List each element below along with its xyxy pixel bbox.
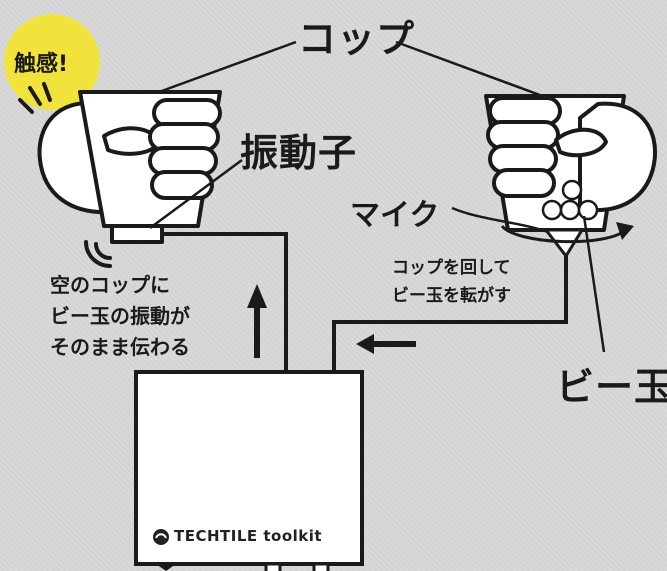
cup-leader-lines <box>147 40 549 100</box>
right-cable <box>332 256 568 372</box>
vibrator-icon <box>110 224 164 244</box>
arrow-up-icon <box>247 284 267 358</box>
empty-caption-line-3: そのまま伝わる <box>50 335 190 359</box>
marble-label: ビー玉 <box>556 365 667 409</box>
roll-caption-line-2: ビー玉を転がす <box>392 286 511 306</box>
rotation-arrowhead <box>616 222 634 240</box>
roll-caption-line-1: コップを回して <box>392 258 511 278</box>
touch-burst-icon <box>4 14 100 110</box>
roll-caption: コップを回して ビー玉を転がす <box>392 254 511 310</box>
box-foot <box>156 564 176 571</box>
touch-label: 触感! <box>14 52 69 77</box>
vibrator-leader-line <box>149 158 243 230</box>
empty-caption-line-2: ビー玉の振動が <box>50 304 190 328</box>
right-hand-palm <box>578 101 657 213</box>
empty-cup-caption: 空のコップに ビー玉の振動が そのまま伝わる <box>50 270 190 363</box>
techtile-box <box>134 370 364 566</box>
brand-label: TECHTILE toolkit <box>174 527 323 545</box>
cables <box>162 232 568 372</box>
right-finger-4 <box>492 168 556 198</box>
right-thumb <box>554 127 608 158</box>
mic-label: マイク <box>350 198 440 233</box>
vibration-marks-icon <box>18 82 112 268</box>
cup-label: コップ <box>298 17 416 61</box>
empty-caption-line-1: 空のコップに <box>50 273 170 297</box>
mic-leader-line <box>451 206 549 234</box>
techtile-logo-icon <box>153 529 169 545</box>
left-cable <box>162 232 288 372</box>
marble-leader-line <box>582 215 606 353</box>
rotation-arrow-icon <box>500 224 627 244</box>
vibrator-label: 振動子 <box>240 131 358 175</box>
box-connectors <box>264 562 330 571</box>
left-hand-cup-icon <box>37 90 222 244</box>
arrow-left-icon <box>356 334 416 354</box>
left-finger-4 <box>150 170 214 200</box>
marbles-icon <box>541 179 599 221</box>
